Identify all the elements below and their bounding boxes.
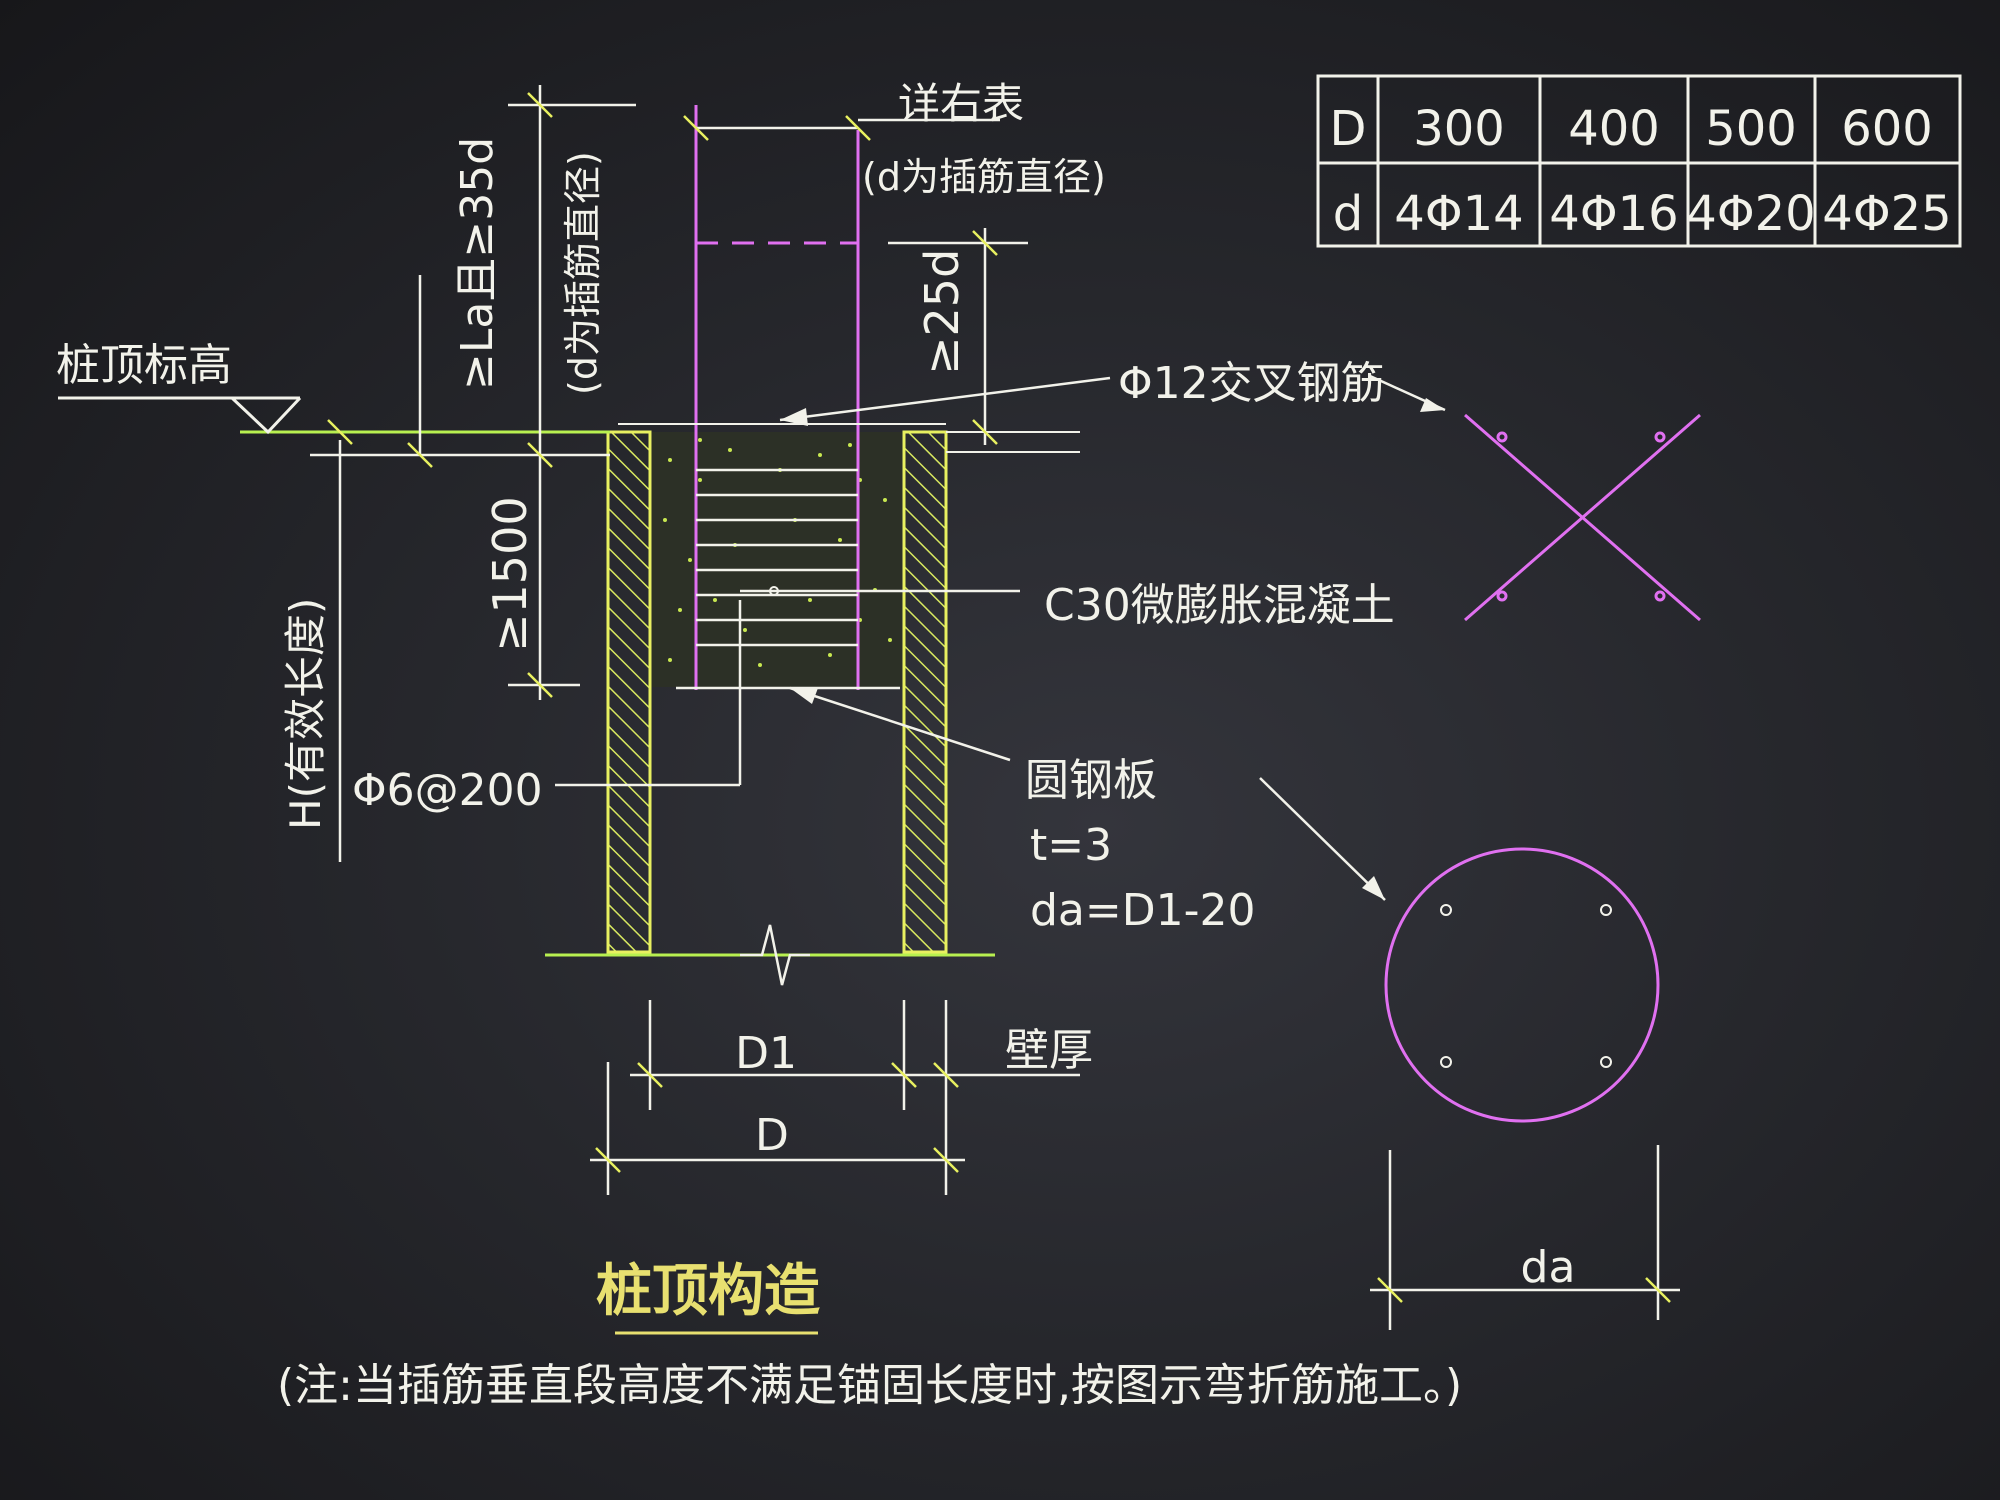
plate-marker	[769, 586, 779, 596]
dim-D-label: D	[755, 1110, 789, 1161]
pile-wall-right	[902, 430, 948, 954]
stirrups	[676, 468, 900, 690]
ge1500-label: ≥1500	[483, 496, 537, 652]
detail-ref-label: 详右表	[898, 79, 1024, 128]
concrete-label: C30微膨胀混凝土	[1044, 580, 1395, 631]
dimension-lines	[310, 85, 1028, 862]
cross-rebar-detail	[1464, 413, 1701, 622]
table-row-cell: 4Φ14	[1394, 186, 1523, 242]
horizontal-dimensions	[590, 1000, 1080, 1195]
table-row-label: d	[1333, 186, 1363, 242]
pile-wall-left	[606, 430, 652, 954]
da-dimension	[1370, 1145, 1680, 1330]
round-plate-detail	[1384, 847, 1660, 1123]
pile-top-elevation-label: 桩顶标高	[56, 340, 232, 391]
round-plate-label: 圆钢板	[1025, 755, 1157, 806]
table-row-cell: 4Φ20	[1686, 186, 1815, 242]
stirrup-label: Φ6@200	[352, 765, 543, 816]
dim-D1-label: D1	[735, 1028, 797, 1079]
d-note-side: (d为插筋直径)	[561, 151, 605, 395]
pile-top-line	[240, 423, 1080, 957]
break-symbol	[740, 924, 810, 986]
cross-bar-label: Φ12交叉钢筋	[1118, 358, 1385, 409]
elevation-symbol	[58, 396, 302, 435]
effective-length-label: H(有效长度)	[281, 598, 330, 830]
table-row-cell: 4Φ16	[1549, 186, 1678, 242]
drawing-title: 桩顶构造	[596, 1259, 820, 1324]
rebar-table	[1316, 74, 1962, 248]
note-text: (注:当插筋垂直段高度不满足锚固长度时,按图示弯折筋施工。)	[277, 1360, 1462, 1411]
anchor-length-label: ≥La且≥35d	[452, 137, 503, 390]
dim-da-label: da	[1521, 1242, 1576, 1293]
dimension-ticks	[327, 92, 998, 698]
plate-thickness-label: t=3	[1030, 820, 1112, 871]
table-row-cell: 4Φ25	[1822, 186, 1951, 242]
plate-da-label: da=D1-20	[1030, 885, 1256, 936]
leader-arrowheads	[780, 398, 1445, 900]
table-header-cell: 500	[1705, 101, 1797, 157]
table-header-cell: 300	[1413, 101, 1505, 157]
ge25d-label: ≥25d	[915, 249, 969, 375]
table-header-label: D	[1330, 101, 1367, 157]
d-note-top: (d为插筋直径)	[862, 155, 1106, 199]
wall-thickness-label: 壁厚	[1005, 1025, 1093, 1076]
table-header-cell: 600	[1841, 101, 1933, 157]
leader-lines	[555, 374, 1446, 901]
table-header-cell: 400	[1568, 101, 1660, 157]
